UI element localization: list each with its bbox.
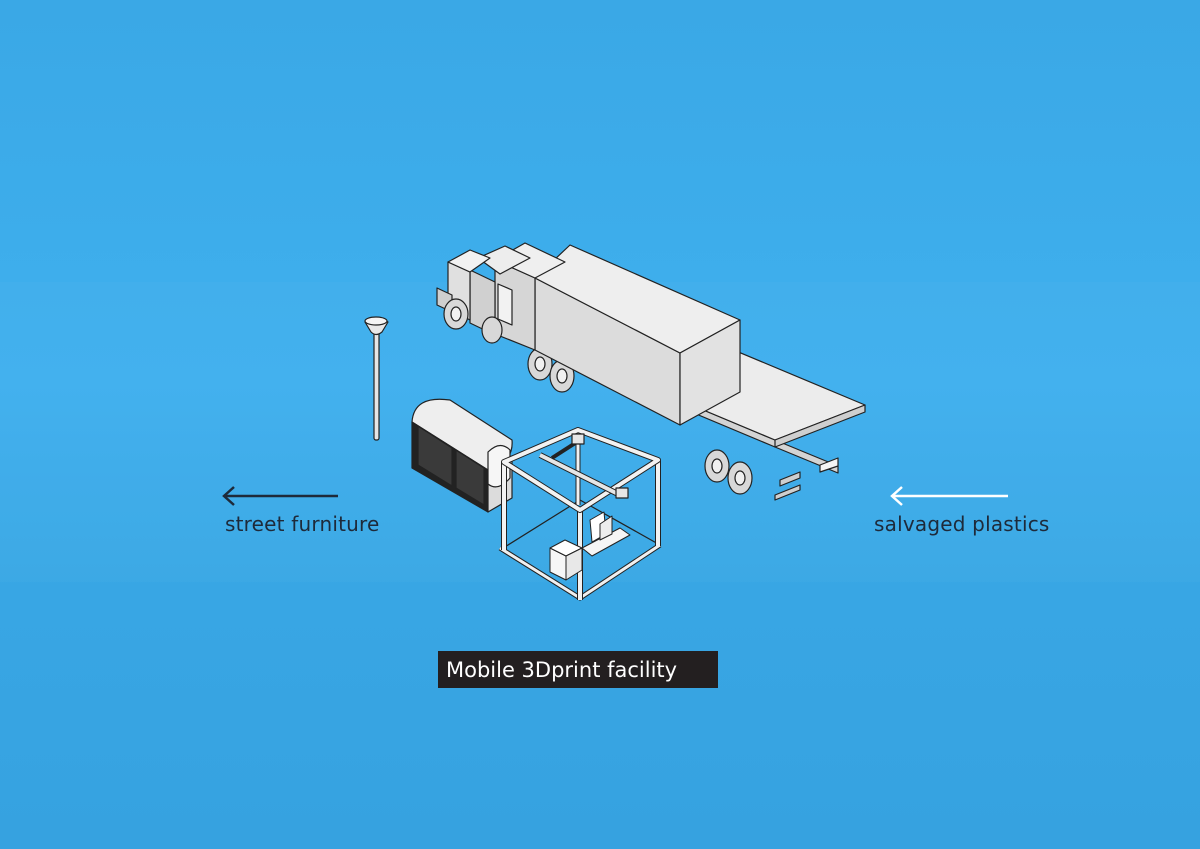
- facility-title: Mobile 3Dprint facility: [446, 657, 678, 682]
- street-lamp-icon: [364, 316, 389, 441]
- right-arrow-icon: [890, 486, 1008, 506]
- truck-icon: [436, 242, 866, 501]
- facility-title-box: Mobile 3Dprint facility: [438, 651, 718, 688]
- street-kiosk-icon: [411, 398, 513, 513]
- printer-frame-icon: [498, 427, 662, 601]
- left-arrow-icon: [222, 486, 338, 506]
- street-furniture-label: street furniture: [225, 512, 380, 536]
- salvaged-plastics-label: salvaged plastics: [874, 512, 1050, 536]
